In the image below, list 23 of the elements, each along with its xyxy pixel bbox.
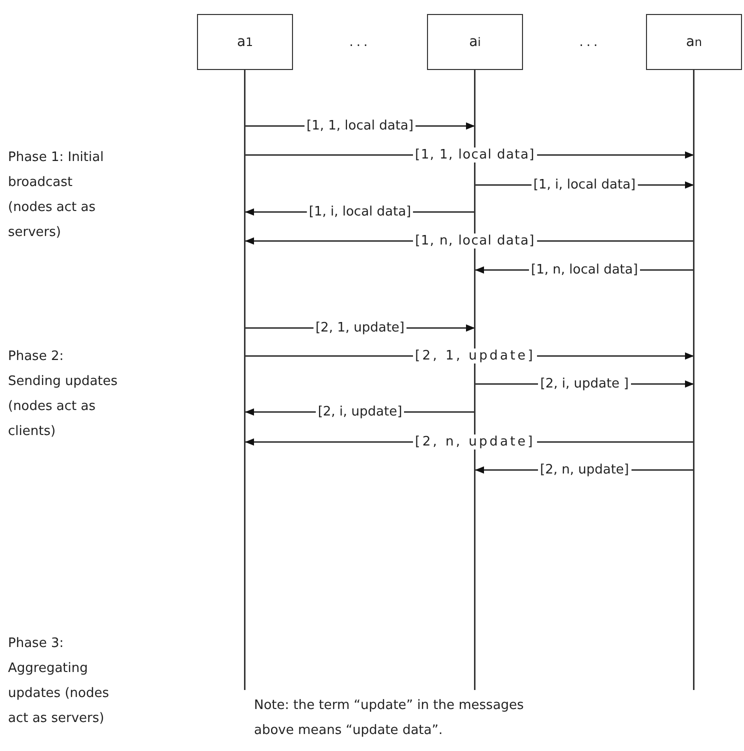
phase-label: Phase 3: Aggregating updates (nodes act as servers) (8, 635, 110, 728)
phase-label: Phase 1: Initial broadcast (nodes act as servers) (8, 149, 105, 242)
message-label: [1, n, local data] (529, 262, 640, 278)
message-arrow (244, 324, 476, 332)
message-arrow (244, 438, 695, 446)
message-arrow (244, 151, 695, 159)
message-arrow (244, 408, 476, 416)
message-arrow (244, 352, 695, 360)
ellipsis: ... (348, 34, 372, 52)
message-label: [2, i, update ] (538, 376, 631, 392)
message-label: [1, 1, local data] (304, 118, 416, 134)
note-text: Note: the term “update” in the messages above means “update data”. (254, 697, 525, 740)
message-arrow (474, 380, 695, 388)
message-arrow (474, 466, 695, 474)
message-label: [2, i, update] (316, 404, 404, 420)
message-label: [2, n, update] (538, 462, 631, 478)
message-arrow (474, 266, 695, 274)
message-arrow (244, 237, 695, 245)
phase-label: Phase 2: Sending updates (nodes act as clients) (8, 348, 119, 441)
message-arrow (244, 208, 476, 216)
ellipsis: ... (578, 34, 602, 52)
message-arrow (474, 181, 695, 189)
message-arrow (244, 122, 476, 130)
